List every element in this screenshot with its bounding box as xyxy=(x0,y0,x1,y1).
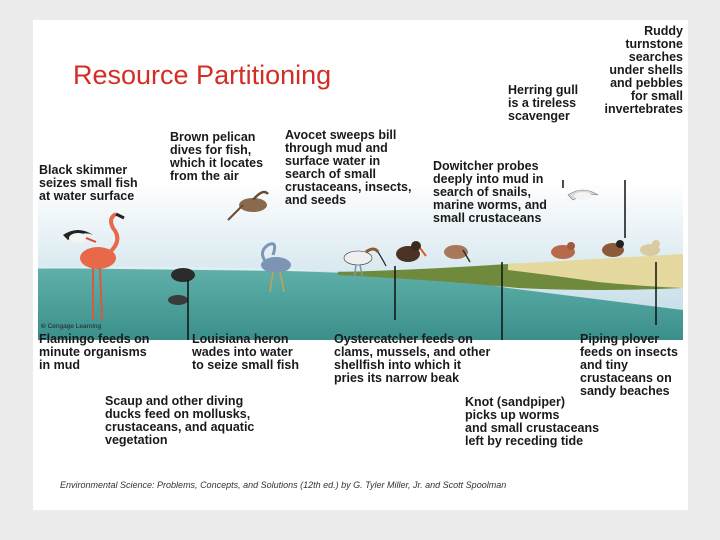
label-line: pries its narrow beak xyxy=(334,372,490,385)
label-brown-pelican: Brown pelican dives for fish, which it l… xyxy=(170,131,263,183)
label-line: left by receding tide xyxy=(465,435,599,448)
copyright-credit: © Cengage Learning xyxy=(41,323,101,330)
label-scaup: Scaup and other diving ducks feed on mol… xyxy=(105,395,254,447)
label-flamingo: Flamingo feeds on minute organisms in mu… xyxy=(39,333,149,372)
label-line: vegetation xyxy=(105,434,254,447)
label-avocet: Avocet sweeps bill through mud and surfa… xyxy=(285,129,411,207)
label-line: and seeds xyxy=(285,194,411,207)
label-louisiana-heron: Louisiana heron wades into water to seiz… xyxy=(192,333,299,372)
label-line: at water surface xyxy=(39,190,138,203)
label-piping-plover: Piping plover feeds on insects and tiny … xyxy=(580,333,678,398)
slide-title: Resource Partitioning xyxy=(73,60,331,91)
label-line: small crustaceans xyxy=(433,212,547,225)
label-knot: Knot (sandpiper) picks up worms and smal… xyxy=(465,396,599,448)
label-herring-gull: Herring gull is a tireless scavenger xyxy=(508,84,578,123)
slide: Resource Partitioning xyxy=(33,20,688,510)
credit-text: Cengage Learning xyxy=(48,323,102,330)
label-dowitcher: Dowitcher probes deeply into mud in sear… xyxy=(433,160,547,225)
label-line: invertebrates xyxy=(573,103,683,116)
label-line: scavenger xyxy=(508,110,578,123)
label-black-skimmer: Black skimmer seizes small fish at water… xyxy=(39,164,138,203)
book-citation: Environmental Science: Problems, Concept… xyxy=(60,480,506,490)
label-oystercatcher: Oystercatcher feeds on clams, mussels, a… xyxy=(334,333,490,385)
label-line: in mud xyxy=(39,359,149,372)
label-ruddy-turnstone: Ruddy turnstone searches under shells an… xyxy=(573,25,683,116)
label-line: to seize small fish xyxy=(192,359,299,372)
copyright-symbol: © xyxy=(41,323,46,330)
label-line: from the air xyxy=(170,170,263,183)
